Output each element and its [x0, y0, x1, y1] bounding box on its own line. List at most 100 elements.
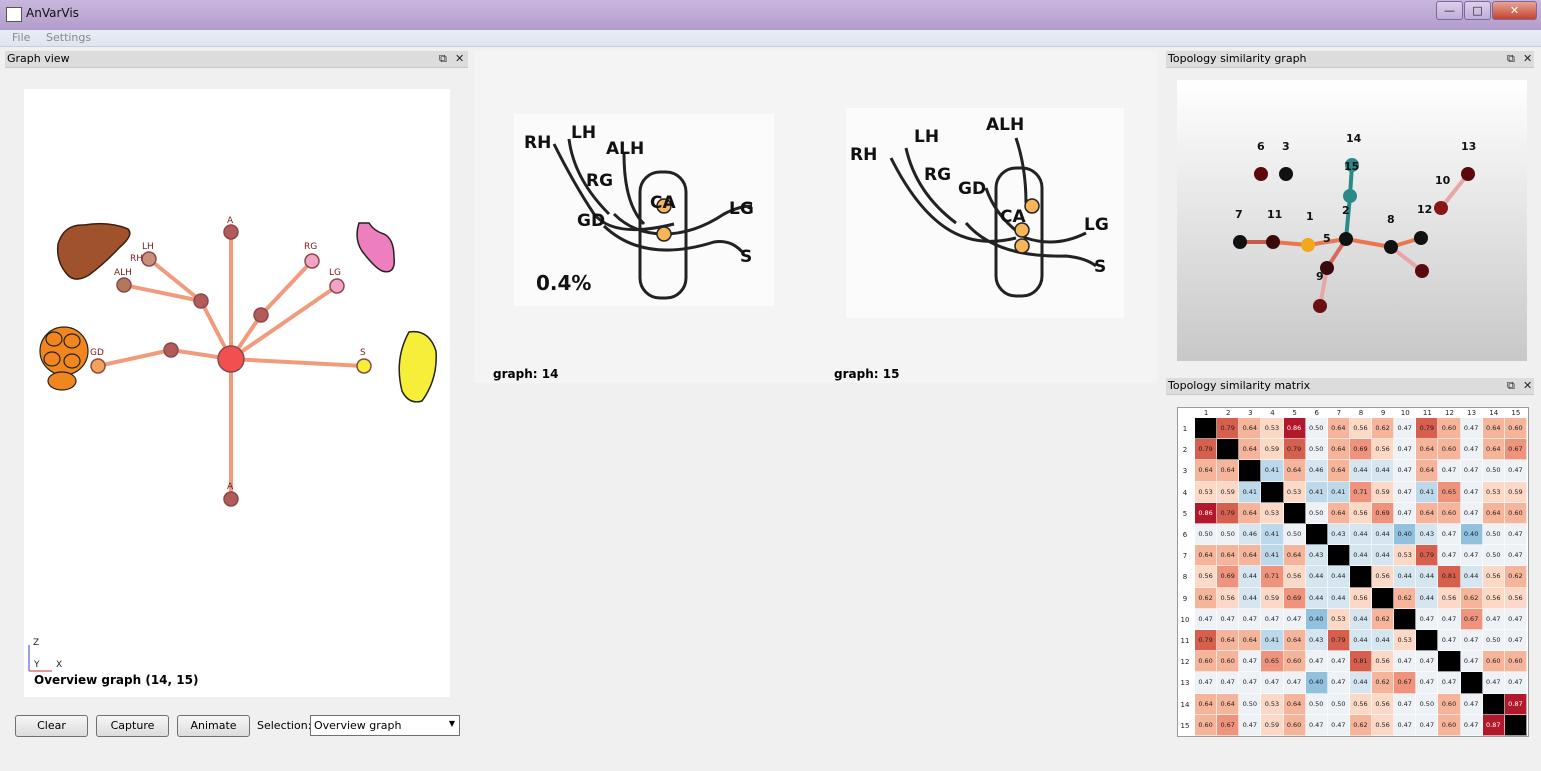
- matrix-cell[interactable]: 0.67: [1217, 714, 1240, 736]
- matrix-cell[interactable]: 0.56: [1349, 587, 1373, 609]
- matrix-cell[interactable]: 0.64: [1239, 439, 1262, 461]
- matrix-cell[interactable]: 0.86: [1283, 418, 1306, 440]
- matrix-cell[interactable]: 0.59: [1261, 439, 1284, 461]
- matrix-cell[interactable]: 0.47: [1438, 630, 1461, 652]
- matrix-cell[interactable]: 0.50: [1239, 693, 1262, 715]
- node-a-bottom[interactable]: [223, 491, 239, 507]
- matrix-cell[interactable]: 0.79: [1283, 439, 1306, 461]
- matrix-cell[interactable]: [1283, 502, 1306, 524]
- matrix-cell[interactable]: 0.47: [1504, 460, 1527, 482]
- matrix-cell[interactable]: 0.67: [1460, 608, 1483, 630]
- matrix-cell[interactable]: 0.53: [1261, 693, 1284, 715]
- matrix-cell[interactable]: 0.64: [1239, 630, 1262, 652]
- node-junction-gd[interactable]: [163, 342, 179, 358]
- matrix-cell[interactable]: 0.60: [1438, 714, 1461, 736]
- matrix-cell[interactable]: 0.64: [1416, 502, 1439, 524]
- node-gd[interactable]: [90, 358, 106, 374]
- matrix-cell[interactable]: 0.53: [1394, 630, 1417, 652]
- close-window-button[interactable]: ✕: [1492, 1, 1537, 20]
- matrix-cell[interactable]: [1504, 714, 1527, 736]
- matrix-cell[interactable]: 0.50: [1217, 524, 1240, 546]
- matrix-cell[interactable]: 0.62: [1372, 418, 1395, 440]
- matrix-cell[interactable]: [1217, 439, 1240, 461]
- matrix-cell[interactable]: 0.47: [1239, 672, 1262, 694]
- matrix-cell[interactable]: 0.59: [1372, 481, 1395, 503]
- matrix-cell[interactable]: 0.47: [1239, 651, 1262, 673]
- matrix-cell[interactable]: 0.47: [1460, 439, 1483, 461]
- matrix-cell[interactable]: 0.59: [1261, 714, 1284, 736]
- matrix-cell[interactable]: 0.50: [1195, 524, 1218, 546]
- matrix-cell[interactable]: [1372, 587, 1395, 609]
- matrix-cell[interactable]: 0.40: [1394, 524, 1417, 546]
- matrix-cell[interactable]: 0.64: [1327, 502, 1350, 524]
- matrix-cell[interactable]: 0.46: [1239, 524, 1262, 546]
- matrix-cell[interactable]: 0.56: [1372, 714, 1395, 736]
- matrix-cell[interactable]: 0.71: [1261, 566, 1284, 588]
- matrix-cell[interactable]: 0.47: [1438, 545, 1461, 567]
- matrix-cell[interactable]: 0.59: [1261, 587, 1284, 609]
- matrix-cell[interactable]: 0.64: [1217, 693, 1240, 715]
- matrix-cell[interactable]: 0.44: [1349, 608, 1373, 630]
- matrix-cell[interactable]: 0.60: [1438, 439, 1461, 461]
- matrix-cell[interactable]: 0.50: [1305, 502, 1328, 524]
- matrix-cell[interactable]: 0.64: [1283, 545, 1306, 567]
- capture-button[interactable]: Capture: [96, 715, 169, 737]
- matrix-cell[interactable]: 0.47: [1504, 630, 1527, 652]
- matrix-cell[interactable]: 0.64: [1327, 439, 1350, 461]
- matrix-cell[interactable]: 0.50: [1482, 524, 1505, 546]
- node-junction-r[interactable]: [253, 307, 269, 323]
- matrix-cell[interactable]: 0.64: [1482, 502, 1505, 524]
- matrix-cell[interactable]: 0.69: [1349, 439, 1373, 461]
- topology-graph-canvas[interactable]: 6 3 14 15 13 10 12 7 11 1 2 5 9 8: [1177, 80, 1527, 361]
- matrix-cell[interactable]: 0.41: [1261, 524, 1284, 546]
- matrix-cell[interactable]: 0.41: [1261, 460, 1284, 482]
- matrix-cell[interactable]: 0.69: [1372, 502, 1395, 524]
- matrix-cell[interactable]: 0.47: [1460, 460, 1483, 482]
- node-junction-l[interactable]: [193, 293, 209, 309]
- graph-view-canvas[interactable]: A LH RH ALH RG LG GD S A Z Y X Overview …: [24, 89, 450, 697]
- matrix-cell[interactable]: 0.47: [1327, 714, 1350, 736]
- float-icon[interactable]: ⧉: [1507, 379, 1515, 392]
- matrix-cell[interactable]: 0.62: [1195, 587, 1218, 609]
- matrix-cell[interactable]: 0.69: [1283, 587, 1306, 609]
- matrix-cell[interactable]: 0.71: [1349, 481, 1373, 503]
- matrix-cell[interactable]: 0.53: [1261, 502, 1284, 524]
- matrix-cell[interactable]: 0.64: [1327, 460, 1350, 482]
- matrix-cell[interactable]: 0.56: [1217, 587, 1240, 609]
- selection-dropdown[interactable]: Overview graph ▼: [310, 715, 460, 736]
- matrix-cell[interactable]: 0.41: [1416, 481, 1439, 503]
- matrix-cell[interactable]: 0.50: [1283, 524, 1306, 546]
- matrix-cell[interactable]: 0.47: [1504, 524, 1527, 546]
- matrix-cell[interactable]: 0.64: [1195, 460, 1218, 482]
- matrix-cell[interactable]: 0.41: [1327, 481, 1350, 503]
- matrix-cell[interactable]: 0.47: [1416, 651, 1439, 673]
- matrix-cell[interactable]: 0.47: [1416, 714, 1439, 736]
- matrix-cell[interactable]: 0.56: [1482, 587, 1505, 609]
- matrix-cell[interactable]: [1239, 460, 1262, 482]
- matrix-cell[interactable]: 0.79: [1217, 418, 1240, 440]
- matrix-cell[interactable]: 0.47: [1460, 651, 1483, 673]
- matrix-cell[interactable]: 0.47: [1261, 608, 1284, 630]
- matrix-cell[interactable]: 0.64: [1482, 439, 1505, 461]
- matrix-cell[interactable]: 0.60: [1504, 651, 1527, 673]
- matrix-cell[interactable]: 0.47: [1438, 460, 1461, 482]
- matrix-cell[interactable]: 0.44: [1372, 460, 1395, 482]
- matrix-cell[interactable]: 0.47: [1261, 672, 1284, 694]
- matrix-cell[interactable]: 0.64: [1239, 502, 1262, 524]
- matrix-cell[interactable]: [1327, 545, 1350, 567]
- matrix-cell[interactable]: 0.47: [1460, 693, 1483, 715]
- matrix-cell[interactable]: 0.44: [1372, 630, 1395, 652]
- matrix-cell[interactable]: 0.62: [1504, 566, 1527, 588]
- matrix-cell[interactable]: 0.65: [1438, 481, 1461, 503]
- matrix-cell[interactable]: 0.44: [1372, 524, 1395, 546]
- matrix-cell[interactable]: 0.60: [1195, 714, 1218, 736]
- matrix-cell[interactable]: 0.47: [1394, 439, 1417, 461]
- matrix-cell[interactable]: 0.62: [1372, 672, 1395, 694]
- matrix-cell[interactable]: 0.47: [1460, 502, 1483, 524]
- matrix-cell[interactable]: 0.59: [1217, 481, 1240, 503]
- matrix-cell[interactable]: 0.64: [1217, 460, 1240, 482]
- close-icon[interactable]: ✕: [455, 52, 465, 65]
- matrix-cell[interactable]: 0.56: [1283, 566, 1306, 588]
- matrix-cell[interactable]: 0.44: [1305, 566, 1328, 588]
